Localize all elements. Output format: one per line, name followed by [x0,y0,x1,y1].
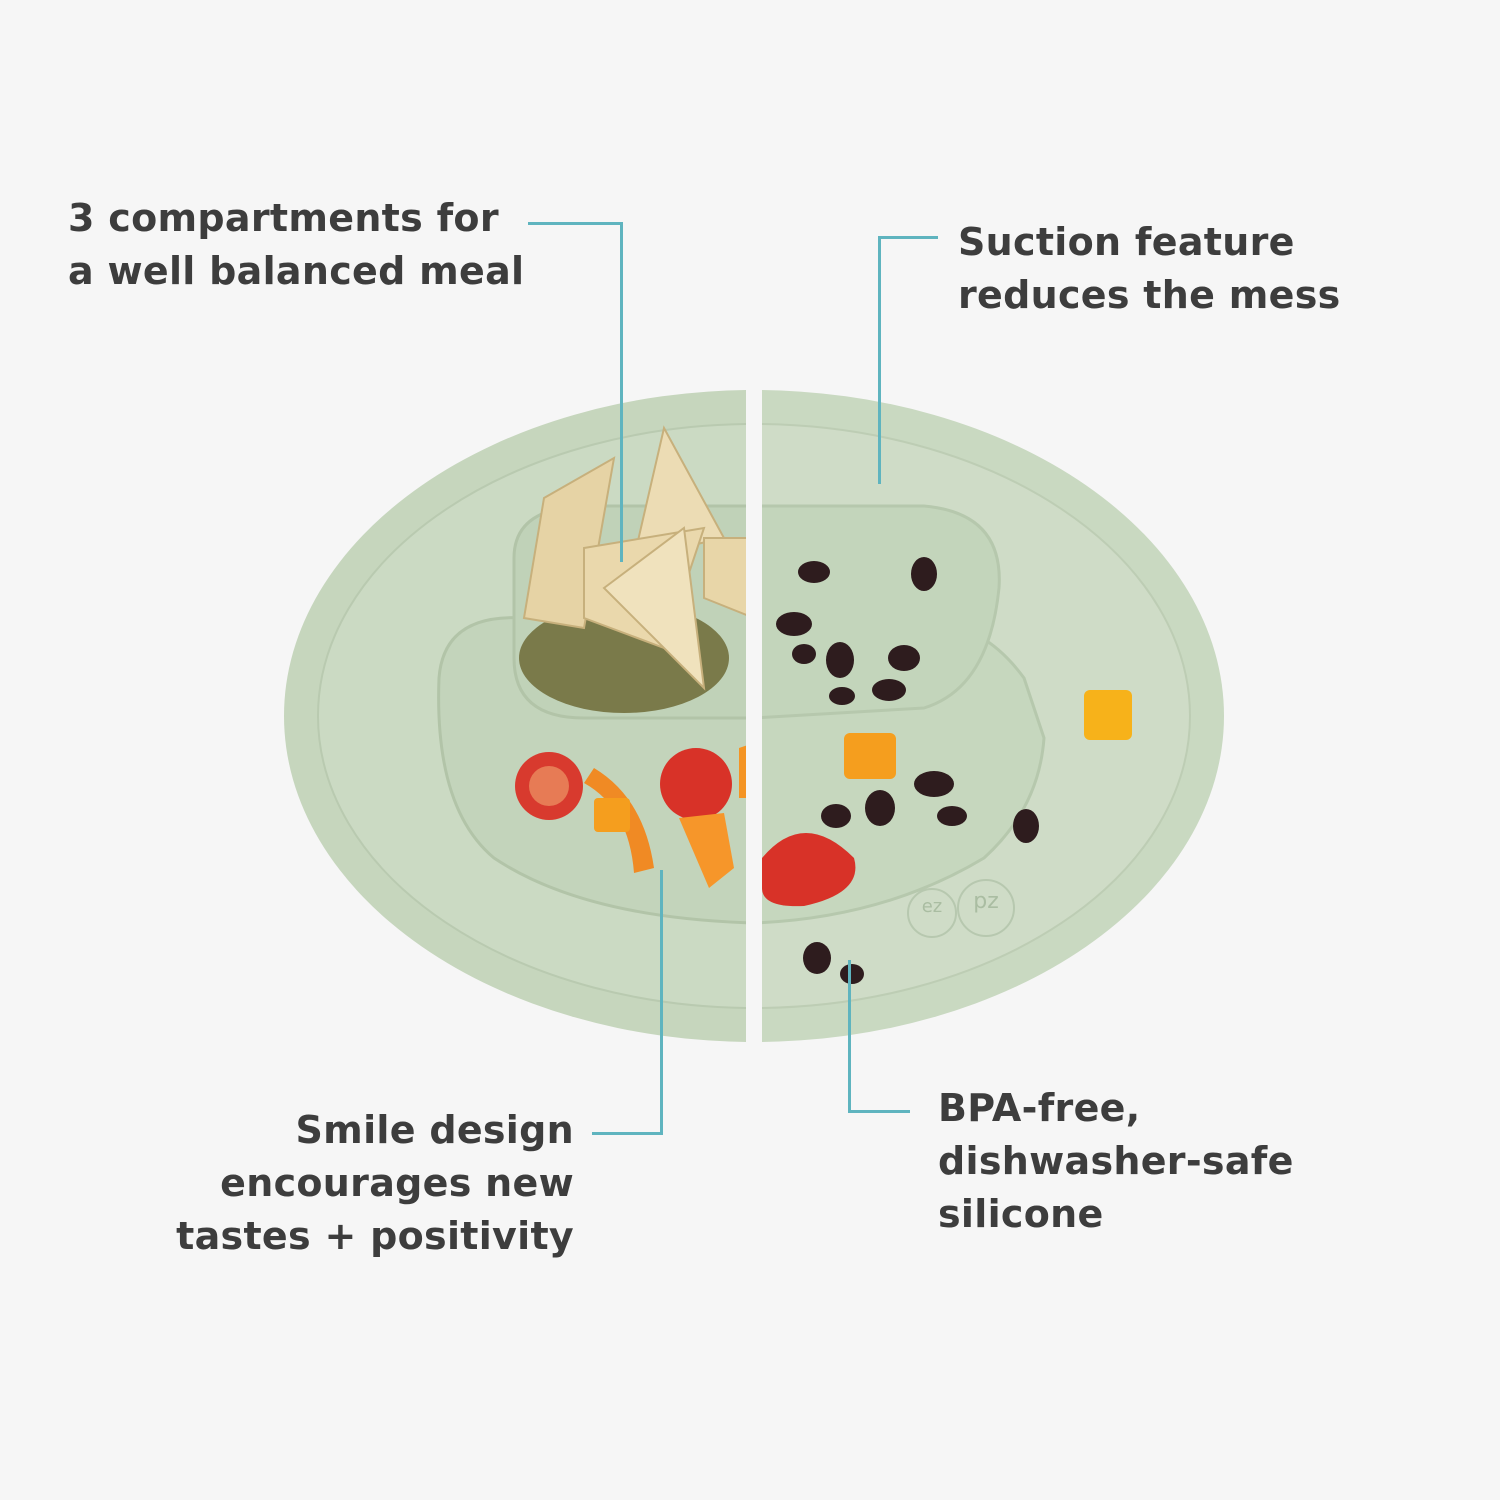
logo-pz: pz [973,889,999,914]
callout-line: tastes + positivity [176,1214,574,1258]
leader-line-smile-h [592,1132,663,1135]
leader-line-material-v [848,960,851,1112]
callout-line: dishwasher-safe [938,1139,1294,1183]
leader-line-material-h [848,1110,910,1113]
callout-compartments: 3 compartments for a well balanced meal [68,192,524,298]
leader-line-suction-h [878,236,938,239]
leader-line-smile-v [660,870,663,1135]
callout-material: BPA-free, dishwasher-safe silicone [938,1082,1294,1241]
callout-line: encourages new [220,1161,574,1205]
callout-line: Smile design [295,1108,574,1152]
callout-line: BPA-free, [938,1086,1141,1130]
callout-line: a well balanced meal [68,249,525,293]
callout-line: Suction feature [958,220,1295,264]
logo-ez: ez [922,896,943,917]
callout-line: 3 compartments for [68,196,499,240]
callout-smile: Smile design encourages new tastes + pos… [176,1104,574,1263]
callout-line: reduces the mess [958,273,1341,317]
callout-suction: Suction feature reduces the mess [958,216,1341,322]
callout-line: silicone [938,1192,1104,1236]
leader-line-suction-v [878,236,881,484]
leader-line-compartments-h [528,222,623,225]
silicone-mat-icon: ez pz [284,390,1224,1042]
leader-line-compartments-v [620,222,623,562]
plate-illustration: ez pz [284,388,1224,1044]
